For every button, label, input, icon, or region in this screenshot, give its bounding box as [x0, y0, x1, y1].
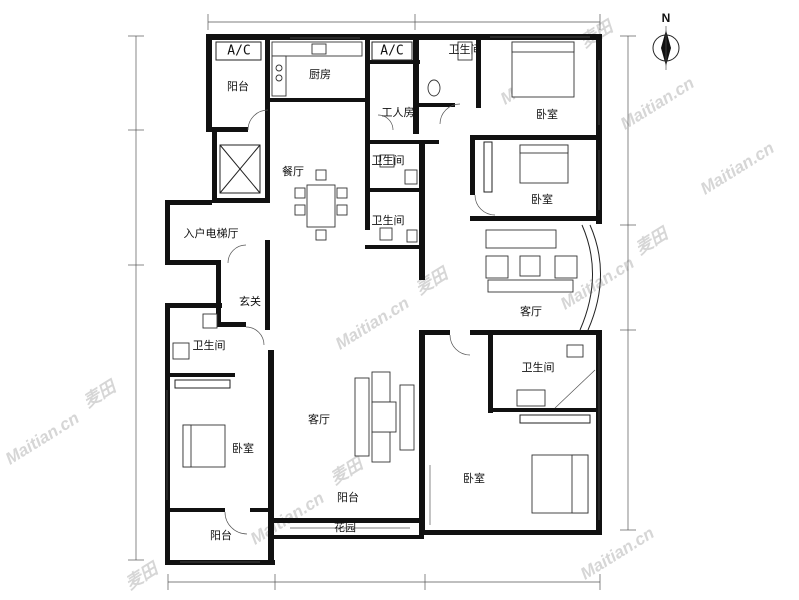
- bath-fixtures: [172, 41, 596, 409]
- watermark-brand: 麦田: [327, 453, 368, 489]
- watermark-text: Maitian.cn: [617, 73, 698, 133]
- room-label-bath-mid1: 卫生间: [372, 153, 405, 167]
- beds: [182, 41, 589, 514]
- north-compass: N: [652, 11, 680, 70]
- room-label-bath-left: 卫生间: [193, 338, 226, 352]
- room-label-bedroom-mid: 卧室: [531, 192, 553, 206]
- ac-unit-right: [371, 41, 413, 61]
- compass-label: N: [662, 11, 671, 25]
- room-label-foyer: 玄关: [239, 294, 261, 308]
- room-label-living-main: 客厅: [308, 412, 330, 426]
- room-label-bath-mid2: 卫生间: [372, 213, 405, 227]
- room-label-bath-right: 卫生间: [522, 360, 555, 374]
- watermark-brand: 麦田: [632, 223, 673, 259]
- room-label-bedroom-left: 卧室: [232, 441, 254, 455]
- room-label-elevator-hall: 入户电梯厅: [184, 226, 239, 240]
- room-label-balcony-top: 阳台: [227, 79, 249, 93]
- watermark-brand: 麦田: [122, 558, 163, 594]
- dimension-lines: [128, 14, 636, 590]
- ac-right-label: A/C: [380, 44, 403, 59]
- watermark-text: Maitian.cn: [332, 293, 413, 353]
- watermark-text: Maitian.cn: [2, 408, 83, 468]
- elevator-shaft: [219, 144, 261, 194]
- closets: [174, 141, 591, 424]
- kitchen-fixtures: [271, 41, 363, 97]
- room-label-balcony-front: 阳台: [337, 490, 359, 504]
- watermark-text: Maitian.cn: [697, 138, 778, 198]
- doors: [224, 103, 496, 535]
- living-sofa-sets: [354, 229, 578, 463]
- ac-left-label: A/C: [227, 44, 250, 59]
- ac-unit-left: [215, 41, 262, 61]
- watermark-brand: 麦田: [412, 263, 453, 299]
- dining-table: [294, 169, 348, 241]
- room-label-living-right: 客厅: [520, 304, 542, 318]
- room-label-garden: 花园: [334, 521, 356, 534]
- room-labels: A/C A/C 阳台 厨房 卫生间 卧室 工人房 餐厅 卫生间 卫生间 卧室 入…: [184, 42, 559, 542]
- windows: [166, 36, 600, 563]
- room-label-kitchen: 厨房: [309, 68, 331, 81]
- room-label-bedroom-right: 卧室: [463, 471, 485, 485]
- room-label-dining: 餐厅: [282, 164, 304, 178]
- room-label-worker-room: 工人房: [382, 106, 415, 119]
- room-label-bedroom-top: 卧室: [536, 107, 558, 121]
- watermark-brand: 麦田: [80, 376, 121, 412]
- room-label-balcony-bottom: 阳台: [210, 528, 232, 542]
- watermark-layer: Maitian.cn 麦田 Maitian.cn 麦田 Maitian.cn 麦…: [2, 16, 778, 594]
- room-label-bath-top: 卫生间: [449, 42, 482, 56]
